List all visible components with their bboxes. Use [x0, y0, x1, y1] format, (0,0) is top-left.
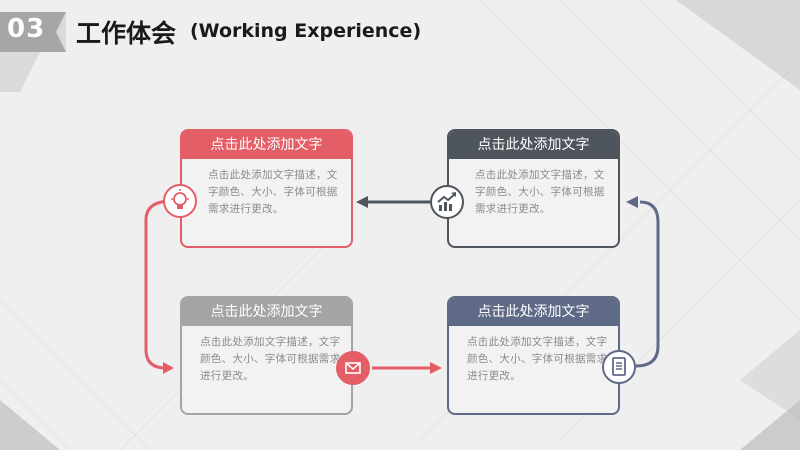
page-title: 工作体会 [76, 19, 177, 48]
step-card-2: 点击此处添加文字 点击此处添加文字描述，文字颜色、大小、字体可根据需求进行更改。 [447, 129, 620, 248]
section-number: 03 [7, 14, 46, 44]
section-number-badge [0, 12, 66, 52]
step-card-1: 点击此处添加文字 点击此处添加文字描述，文字颜色、大小、字体可根据需求进行更改。 [180, 129, 353, 248]
step-card-text[interactable]: 点击此处添加文字描述，文字颜色、大小、字体可根据需求进行更改。 [475, 169, 605, 215]
document-icon [602, 350, 636, 384]
step-card-text[interactable]: 点击此处添加文字描述，文字颜色、大小、字体可根据需求进行更改。 [467, 336, 608, 382]
step-card-text[interactable]: 点击此处添加文字描述，文字颜色、大小、字体可根据需求进行更改。 [200, 336, 341, 382]
lightbulb-icon [163, 184, 197, 218]
mail-icon [336, 351, 370, 385]
step-card-title[interactable]: 点击此处添加文字 [449, 298, 618, 326]
step-card-title[interactable]: 点击此处添加文字 [182, 131, 351, 159]
step-card-text[interactable]: 点击此处添加文字描述，文字颜色、大小、字体可根据需求进行更改。 [208, 169, 338, 215]
step-card-3: 点击此处添加文字 点击此处添加文字描述，文字颜色、大小、字体可根据需求进行更改。 [180, 296, 353, 415]
page-subtitle: (Working Experience) [190, 20, 422, 42]
chart-up-icon [430, 185, 464, 219]
step-card-4: 点击此处添加文字 点击此处添加文字描述，文字颜色、大小、字体可根据需求进行更改。 [447, 296, 620, 415]
step-card-title[interactable]: 点击此处添加文字 [449, 131, 618, 159]
step-card-title[interactable]: 点击此处添加文字 [182, 298, 351, 326]
